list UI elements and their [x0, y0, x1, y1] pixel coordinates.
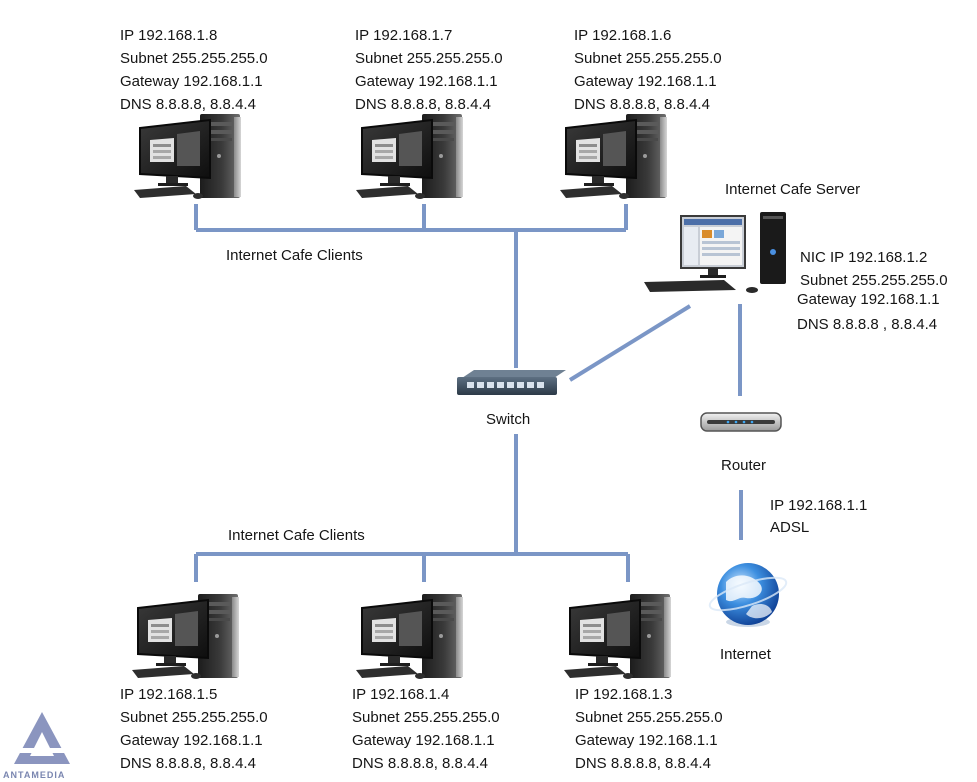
client-subnet: Subnet 255.255.255.0: [352, 709, 500, 726]
switch-icon: [457, 370, 566, 395]
client-info-bottom-2: IP 192.168.1.4 Subnet 255.255.255.0 Gate…: [352, 686, 500, 772]
client-ip: IP 192.168.1.7: [355, 27, 452, 44]
client-ip: IP 192.168.1.3: [575, 686, 672, 703]
client-info-top-3: IP 192.168.1.6 Subnet 255.255.255.0 Gate…: [574, 27, 722, 113]
router-link-type: ADSL: [770, 519, 809, 536]
client-info-top-2: IP 192.168.1.7 Subnet 255.255.255.0 Gate…: [355, 27, 503, 113]
server-dns: DNS 8.8.8.8 , 8.8.4.4: [797, 316, 937, 333]
client-subnet: Subnet 255.255.255.0: [575, 709, 723, 726]
client-gateway: Gateway 192.168.1.1: [352, 732, 495, 749]
client-ip: IP 192.168.1.6: [574, 27, 671, 44]
client-pc-icon: [355, 593, 464, 680]
client-gateway: Gateway 192.168.1.1: [355, 73, 498, 90]
client-info-top-1: IP 192.168.1.8 Subnet 255.255.255.0 Gate…: [120, 27, 268, 113]
client-pc-icon: [563, 593, 672, 680]
network-links: [194, 204, 743, 582]
client-gateway: Gateway 192.168.1.1: [574, 73, 717, 90]
label-router: Router: [721, 457, 766, 474]
client-info-bottom-3: IP 192.168.1.3 Subnet 255.255.255.0 Gate…: [575, 686, 723, 772]
client-dns: DNS 8.8.8.8, 8.8.4.4: [120, 96, 256, 113]
globe-icon: [708, 563, 788, 627]
label-clients-bottom: Internet Cafe Clients: [228, 527, 365, 544]
server-nic-ip: NIC IP 192.168.1.2: [800, 249, 927, 266]
client-subnet: Subnet 255.255.255.0: [355, 50, 503, 67]
client-dns: DNS 8.8.8.8, 8.8.4.4: [120, 755, 256, 772]
client-pc-icon: [133, 113, 242, 200]
router-ip: IP 192.168.1.1: [770, 497, 867, 514]
link-switch-to-server: [568, 304, 692, 382]
router-info: IP 192.168.1.1 ADSL: [770, 497, 867, 536]
client-gateway: Gateway 192.168.1.1: [120, 73, 263, 90]
label-switch: Switch: [486, 411, 530, 428]
client-info-bottom-1: IP 192.168.1.5 Subnet 255.255.255.0 Gate…: [120, 686, 268, 772]
label-server-title: Internet Cafe Server: [725, 181, 860, 198]
logo-text: ANTAMEDIA: [3, 770, 65, 780]
client-dns: DNS 8.8.8.8, 8.8.4.4: [352, 755, 488, 772]
client-dns: DNS 8.8.8.8, 8.8.4.4: [574, 96, 710, 113]
label-internet: Internet: [720, 646, 772, 663]
label-clients-top: Internet Cafe Clients: [226, 247, 363, 264]
client-gateway: Gateway 192.168.1.1: [120, 732, 263, 749]
antamedia-logo: ANTAMEDIA: [3, 712, 70, 780]
client-subnet: Subnet 255.255.255.0: [120, 50, 268, 67]
client-subnet: Subnet 255.255.255.0: [120, 709, 268, 726]
client-pc-icon: [131, 593, 240, 680]
server-subnet: Subnet 255.255.255.0: [800, 272, 948, 289]
server-info: NIC IP 192.168.1.2 Subnet 255.255.255.0 …: [797, 249, 948, 333]
router-icon: [700, 412, 782, 432]
client-ip: IP 192.168.1.5: [120, 686, 217, 703]
server-pc-icon: [644, 212, 786, 293]
client-dns: DNS 8.8.8.8, 8.8.4.4: [355, 96, 491, 113]
client-ip: IP 192.168.1.4: [352, 686, 449, 703]
client-ip: IP 192.168.1.8: [120, 27, 217, 44]
client-pc-icon: [355, 113, 464, 200]
client-pc-icon: [559, 113, 668, 200]
client-dns: DNS 8.8.8.8, 8.8.4.4: [575, 755, 711, 772]
client-subnet: Subnet 255.255.255.0: [574, 50, 722, 67]
client-gateway: Gateway 192.168.1.1: [575, 732, 718, 749]
server-gateway: Gateway 192.168.1.1: [797, 291, 940, 308]
